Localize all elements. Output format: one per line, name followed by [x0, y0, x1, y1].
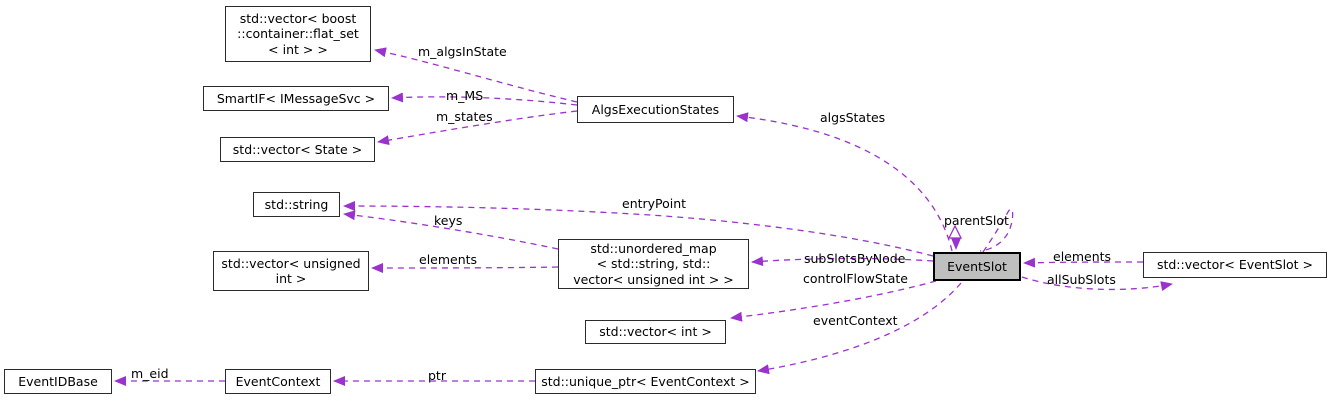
node-std-vector-state[interactable]: std::vector< State > — [220, 137, 375, 162]
edge-elements-slots — [1023, 257, 1144, 268]
edge-subSlotsByNode — [751, 256, 934, 267]
edge-m-algsInState — [374, 47, 578, 103]
node-std-vector-flat-set[interactable]: std::vector< boost ::container::flat_set… — [225, 6, 371, 62]
node-smartif-imessagesvc[interactable]: SmartIF< IMessageSvc > — [203, 86, 389, 111]
edge-label-m-eid: m_eid — [131, 366, 169, 381]
edge-parentSlot-loop — [979, 208, 1014, 253]
node-std-vector-event-slot[interactable]: std::vector< EventSlot > — [1143, 252, 1327, 278]
edge-label-elements-map: elements — [419, 252, 478, 267]
edge-allSubSlots — [1021, 276, 1173, 292]
node-std-string[interactable]: std::string — [253, 192, 340, 217]
node-std-unordered-map[interactable]: std::unordered_map < std::string, std:: … — [558, 239, 749, 289]
node-std-vector-int[interactable]: std::vector< int > — [585, 320, 726, 344]
edge-label-m-states: m_states — [436, 109, 493, 124]
edge-keys — [343, 210, 559, 250]
edge-label-entryPoint: entryPoint — [622, 196, 687, 211]
edge-label-ptr: ptr — [428, 368, 446, 383]
edge-entryPoint — [343, 201, 934, 257]
edge-label-eventContext: eventContext — [813, 313, 898, 328]
node-algs-execution-states[interactable]: AlgsExecutionStates — [577, 96, 734, 123]
edge-m-states — [377, 110, 578, 146]
edge-label-subSlotsByNode: subSlotsByNode — [804, 251, 906, 266]
node-std-unique-ptr-event-context[interactable]: std::unique_ptr< EventContext > — [535, 369, 756, 394]
edge-controlFlowState — [730, 280, 937, 322]
edge-m-MS — [391, 92, 578, 106]
edge-label-m-MS: m_MS — [446, 88, 484, 103]
edge-label-m-algsInState: m_algsInState — [418, 44, 507, 59]
edge-algsStates — [736, 112, 953, 252]
edge-label-parentSlot: parentSlot — [944, 213, 1009, 228]
node-event-slot: EventSlot — [933, 252, 1021, 281]
edge-label-algsStates: algsStates — [820, 110, 886, 125]
edge-label-controlFlowState: controlFlowState — [803, 271, 908, 286]
edge-label-elements-slots: elements — [1053, 249, 1112, 264]
parentSlot-open-arrowhead — [947, 224, 963, 239]
edge-label-allSubSlots: allSubSlots — [1047, 272, 1116, 287]
edge-label-keys: keys — [434, 213, 463, 228]
node-std-vector-unsigned-int[interactable]: std::vector< unsigned int > — [213, 251, 369, 291]
edge-elements-map — [371, 262, 559, 273]
node-event-id-base[interactable]: EventIDBase — [4, 369, 112, 394]
node-event-context[interactable]: EventContext — [225, 369, 331, 394]
